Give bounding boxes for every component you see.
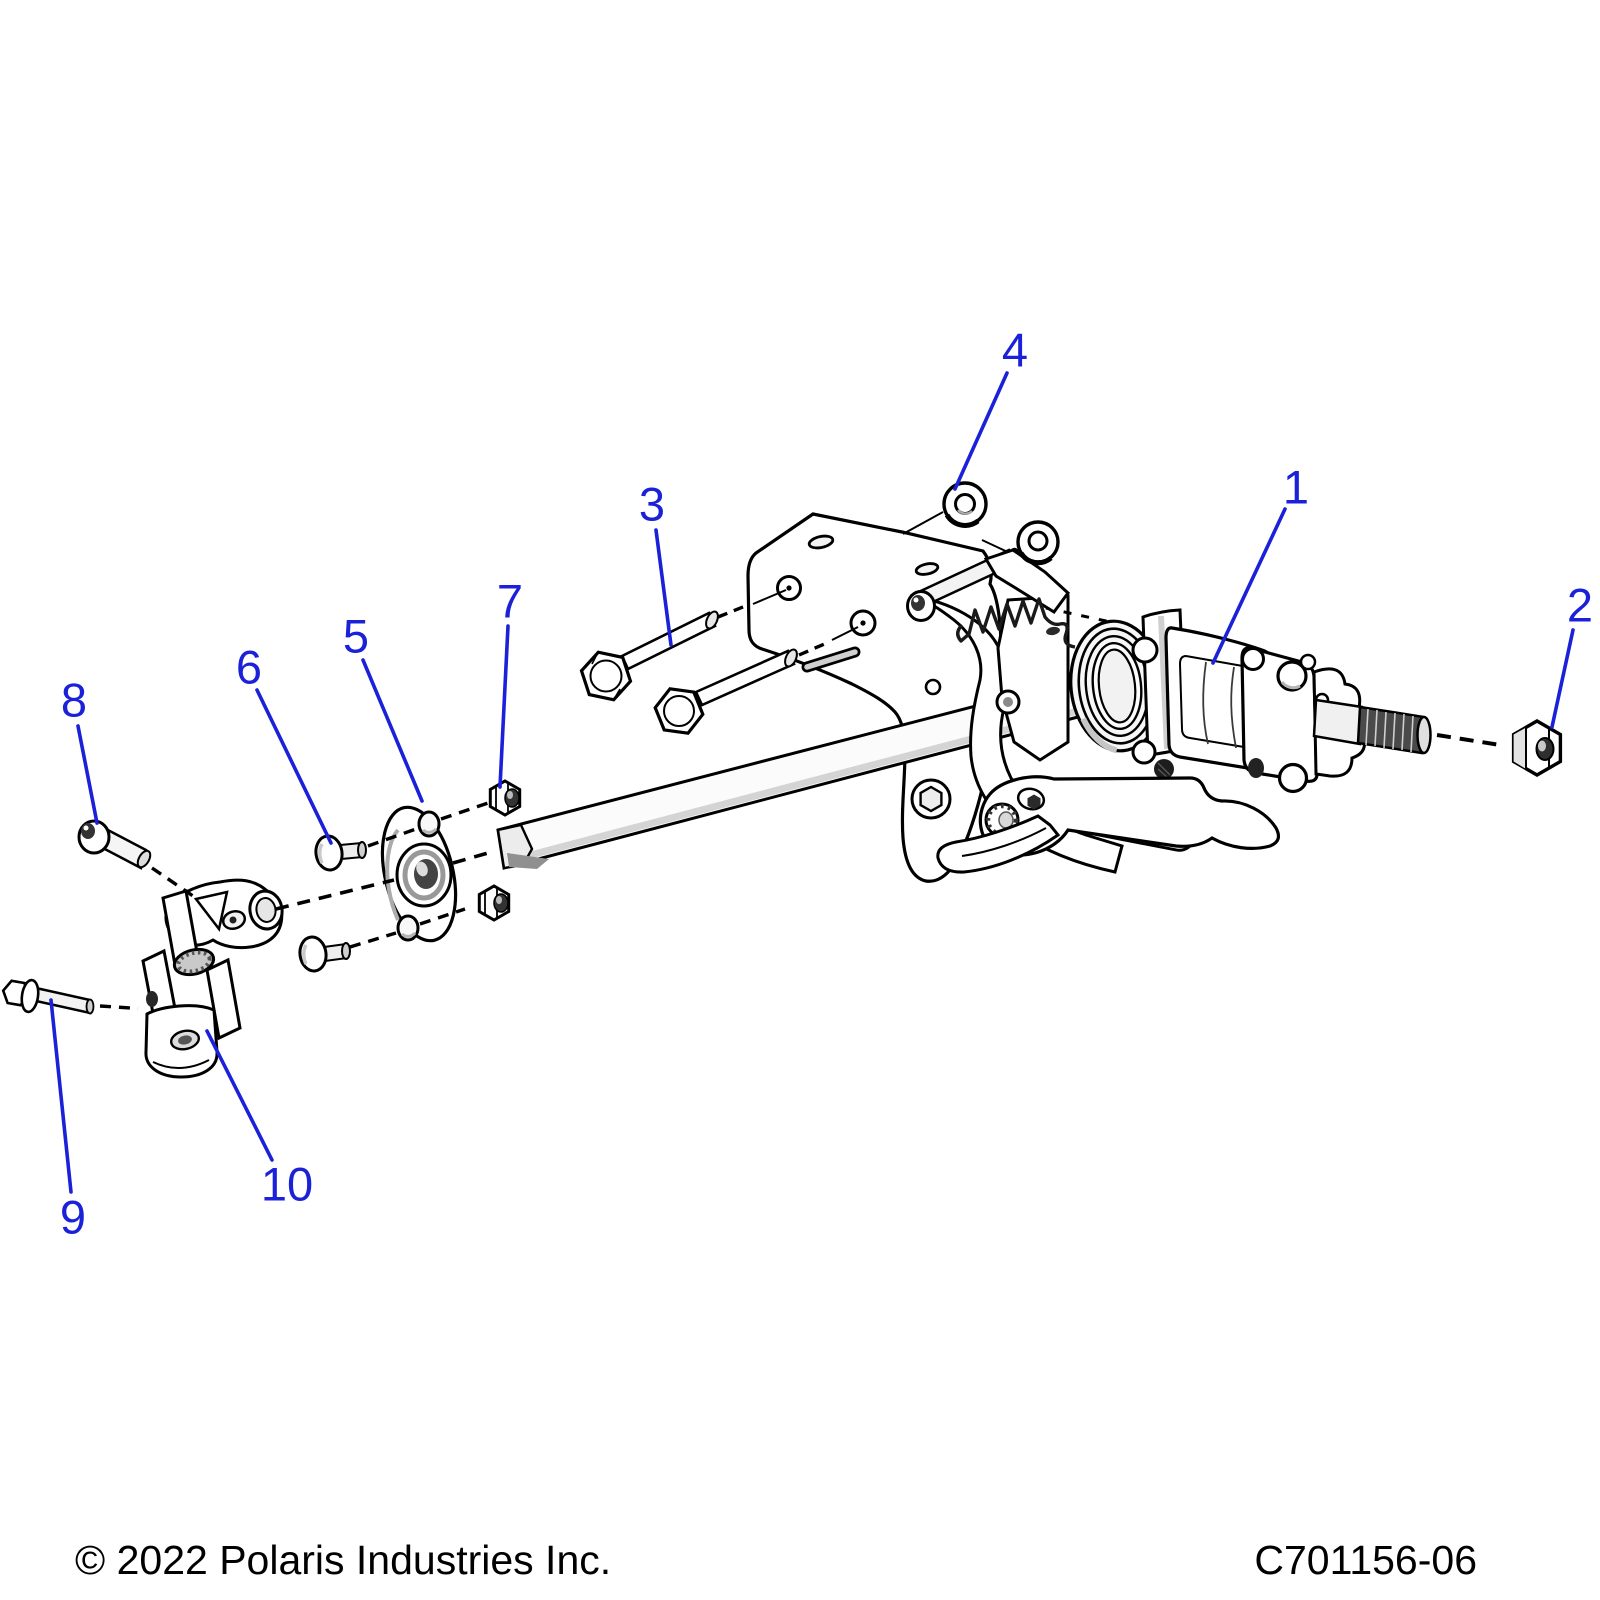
callout-number-7: 7: [497, 575, 523, 628]
callout-number-6: 6: [236, 641, 262, 694]
callout-number-5: 5: [343, 610, 369, 663]
gearbox-mount-flange: [1240, 646, 1368, 794]
callout-number-2: 2: [1567, 579, 1593, 632]
flange-nut-upper: [488, 779, 522, 817]
gearbox-output-shaft: [1312, 698, 1432, 755]
pivot-tube-boss: [906, 590, 936, 622]
flange-bolt: [1, 978, 95, 1015]
callout-leader-6: [255, 688, 333, 845]
washer-2: [1016, 520, 1060, 566]
drawing-number: C701156-06: [1254, 1537, 1477, 1583]
callout-leader-1: [1211, 507, 1287, 665]
callout-leader-3: [654, 528, 673, 647]
hinge-arm: [983, 548, 1071, 615]
bracket-bolt-lower: [653, 648, 798, 735]
shaft-bearing-flange: [380, 805, 458, 943]
flange-screw-lower: [298, 935, 351, 973]
callout-leader-2: [1550, 628, 1575, 729]
gearbox-bellows: [1069, 619, 1165, 754]
callout-leader-10: [205, 1029, 274, 1162]
flange-screw-upper: [314, 834, 367, 872]
copyright-text: © 2022 Polaris Industries Inc.: [75, 1537, 612, 1583]
callout-number-10: 10: [261, 1158, 313, 1211]
washer-1: [942, 481, 988, 528]
tilt-lock-link: [936, 814, 1061, 874]
callout-number-3: 3: [639, 478, 665, 531]
shaft-nut: [1511, 719, 1563, 777]
tilt-spring: [956, 597, 1076, 649]
callout-leader-9: [49, 998, 73, 1194]
callout-leader-7: [498, 624, 510, 789]
socket-bolt: [77, 819, 152, 870]
callout-number-4: 4: [1002, 324, 1028, 377]
callout-number-1: 1: [1283, 461, 1309, 514]
callout-leader-8: [76, 724, 99, 825]
bracket-bolt-upper: [579, 610, 719, 702]
assembly-axis-lines: [99, 603, 1501, 1011]
callout-leader-4: [953, 371, 1009, 491]
callout-layer: 1 2 3 4 5 6 7 8 9 10: [49, 324, 1593, 1244]
u-joint-assembly: [141, 878, 284, 1079]
bracket-plate: [746, 511, 1003, 883]
callout-number-8: 8: [61, 674, 87, 727]
callout-leader-5: [361, 658, 424, 803]
flange-nut-lower: [477, 884, 511, 922]
callout-number-9: 9: [60, 1191, 86, 1244]
